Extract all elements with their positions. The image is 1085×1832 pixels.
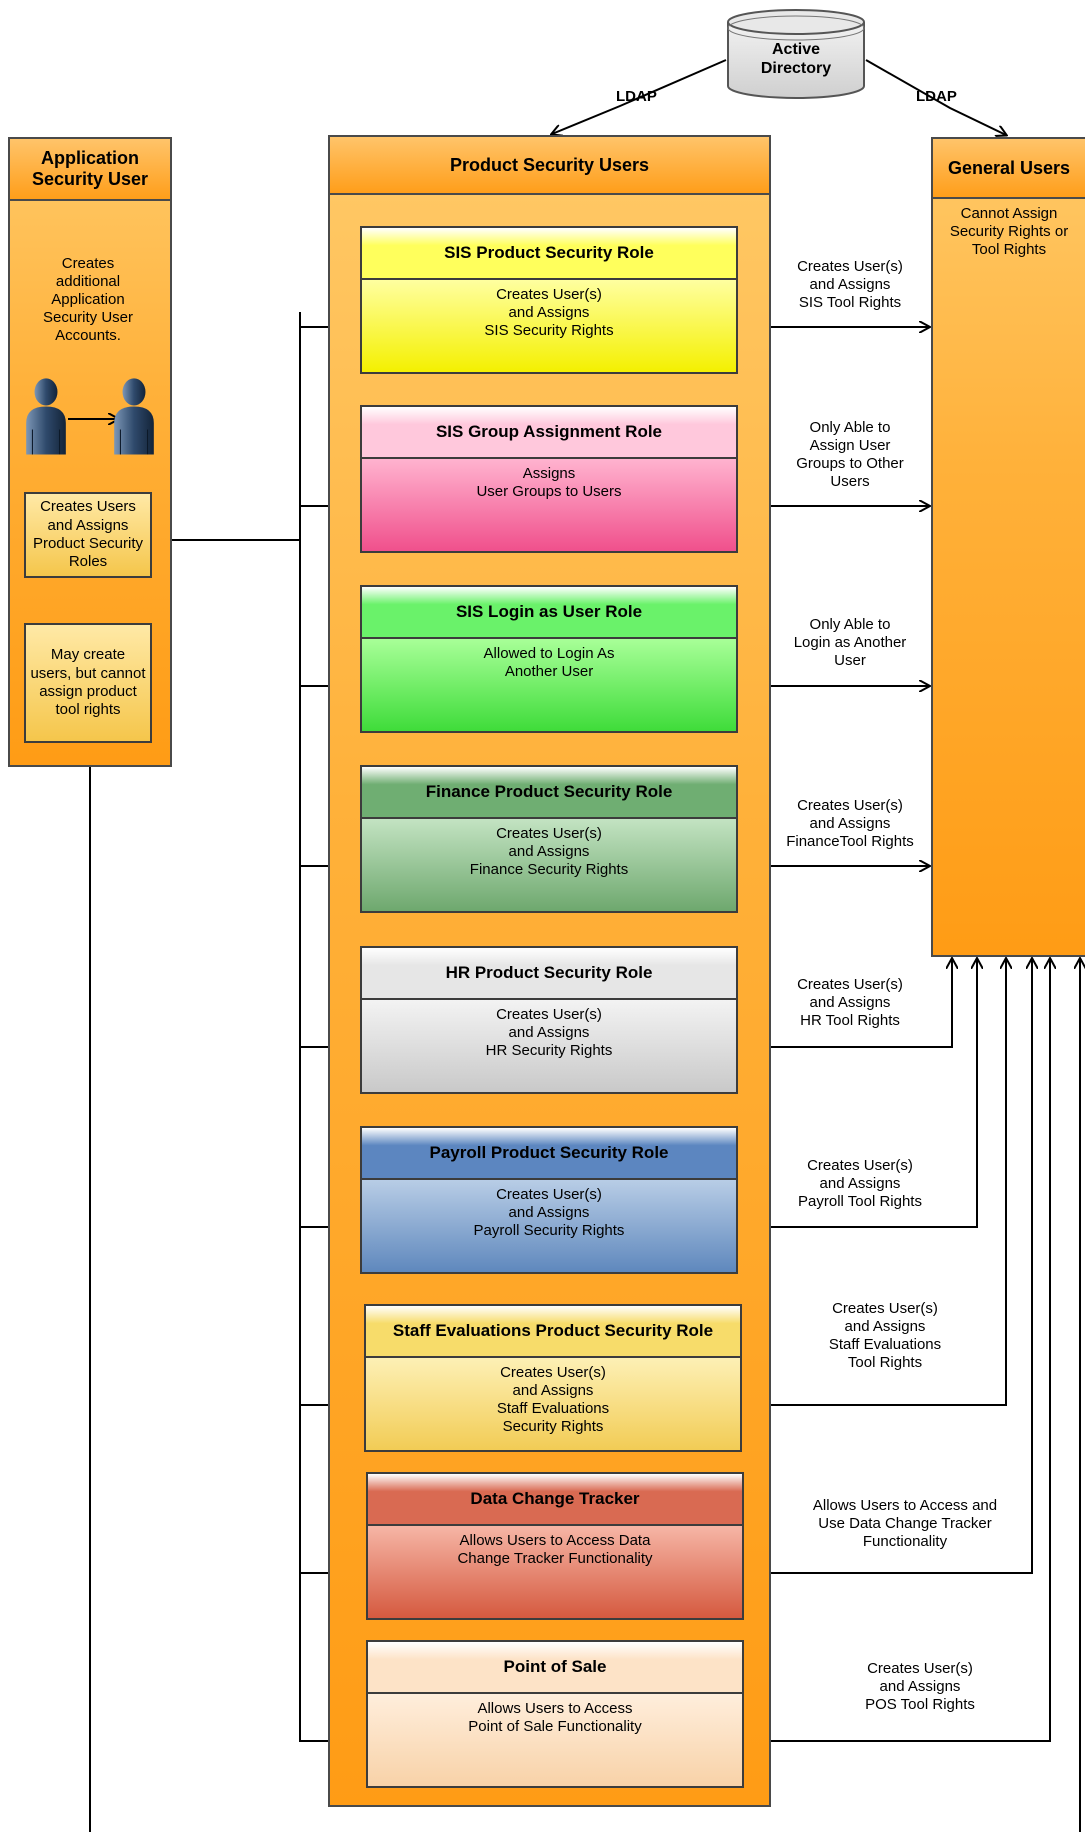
- role-edge-label: Creates User(s) and Assigns Payroll Tool…: [798, 1157, 922, 1210]
- product-security-users-title: Product Security Users: [330, 137, 769, 195]
- role-description: Allowed to Login As Another User: [483, 645, 615, 680]
- role-edge-label: Creates User(s) and Assigns POS Tool Rig…: [865, 1660, 975, 1713]
- role-edge-label: Creates User(s) and Assigns SIS Tool Rig…: [797, 258, 903, 311]
- application-security-user-description: Creates additional Application Security …: [42, 255, 134, 344]
- role-body: [360, 280, 738, 374]
- role-output-connector: [744, 959, 1050, 1742]
- role-output-connector: [738, 959, 952, 1048]
- role-body: [366, 1526, 744, 1620]
- role-output-connector: [738, 959, 977, 1228]
- ldap-right-label: LDAP: [916, 88, 957, 105]
- role-description: Creates User(s) and Assigns Finance Secu…: [469, 825, 629, 878]
- general-users-description: Cannot Assign Security Rights or Tool Ri…: [949, 205, 1069, 258]
- role-description: Allows Users to Access Point of Sale Fun…: [468, 1700, 642, 1735]
- role-title: SIS Product Security Role: [360, 226, 738, 280]
- role-title: Payroll Product Security Role: [360, 1126, 738, 1180]
- role-body: [360, 639, 738, 733]
- role-body: [360, 459, 738, 553]
- role-title: Staff Evaluations Product Security Role: [364, 1304, 742, 1358]
- role-description: Allows Users to Access Data Change Track…: [457, 1532, 653, 1567]
- may-create-users-box: May create users, but cannot assign prod…: [24, 623, 152, 743]
- role-body: [360, 1000, 738, 1094]
- role-title: Point of Sale: [366, 1640, 744, 1694]
- active-directory-node: Active Directory: [726, 8, 866, 100]
- role-body: [364, 1358, 742, 1452]
- ldap-left-label: LDAP: [616, 88, 657, 105]
- active-directory-label: Active Directory: [760, 41, 832, 78]
- role-title: SIS Login as User Role: [360, 585, 738, 639]
- role-description: Creates User(s) and Assigns HR Security …: [485, 1006, 613, 1059]
- role-description: Creates User(s) and Assigns Staff Evalua…: [496, 1364, 610, 1435]
- role-body: [360, 1180, 738, 1274]
- role-title: SIS Group Assignment Role: [360, 405, 738, 459]
- ldap-left-connector: [552, 59, 727, 134]
- role-title: Data Change Tracker: [366, 1472, 744, 1526]
- role-description: Creates User(s) and Assigns SIS Security…: [484, 286, 614, 339]
- general-users-title: General Users: [933, 139, 1085, 199]
- role-edge-label: Allows Users to Access and Use Data Chan…: [812, 1497, 998, 1550]
- role-output-connector: [744, 959, 1032, 1574]
- creates-users-roles-box: Creates Users and Assigns Product Securi…: [24, 492, 152, 578]
- role-body: [360, 819, 738, 913]
- role-description: Creates User(s) and Assigns Payroll Secu…: [473, 1186, 625, 1239]
- role-edge-label: Creates User(s) and Assigns FinanceTool …: [786, 797, 914, 850]
- role-edge-label: Only Able to Login as Another User: [793, 616, 907, 669]
- role-output-connector: [742, 959, 1006, 1406]
- general-users-panel: General Users: [931, 137, 1085, 957]
- role-edge-label: Creates User(s) and Assigns Staff Evalua…: [828, 1300, 942, 1371]
- role-edge-label: Only Able to Assign User Groups to Other…: [796, 419, 904, 490]
- ldap-right-connector: [865, 59, 1006, 135]
- application-security-user-title: Application Security User: [10, 139, 170, 201]
- role-edge-label: Creates User(s) and Assigns HR Tool Righ…: [797, 976, 903, 1029]
- role-title: Finance Product Security Role: [360, 765, 738, 819]
- database-icon: [727, 9, 865, 99]
- role-description: Assigns User Groups to Users: [476, 465, 622, 500]
- role-title: HR Product Security Role: [360, 946, 738, 1000]
- role-body: [366, 1694, 744, 1788]
- user-creates-user-icon: [25, 377, 155, 456]
